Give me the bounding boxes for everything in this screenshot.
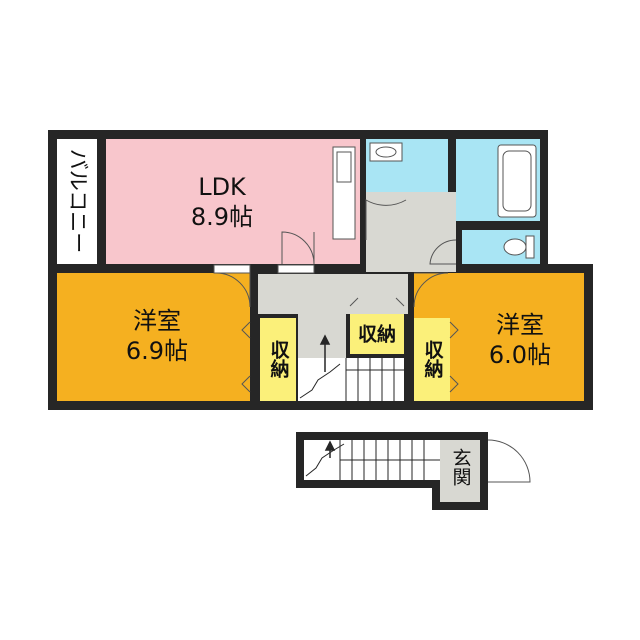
upper-stairs [298, 334, 404, 401]
storage-left-text: 収納 [268, 340, 290, 378]
storage-center-text: 収納 [358, 323, 396, 346]
storage-left-label: 収納 [268, 340, 290, 378]
ldk-door-opening-right [277, 264, 315, 274]
western-left-size: 6.9帖 [126, 337, 188, 365]
storage-right [414, 318, 450, 401]
washbasin-icon [369, 142, 403, 162]
storage-right-text: 収納 [422, 340, 444, 378]
ldk-name: LDK [198, 173, 247, 201]
western-right-name: 洋室 [496, 311, 544, 339]
balcony [57, 139, 97, 264]
hall-corridor [258, 274, 408, 314]
storage-center [350, 314, 404, 354]
bathtub-icon [497, 144, 537, 218]
ldk-door-opening-left [213, 264, 251, 274]
hall-corridor-lower [298, 314, 346, 358]
kitchen-counter-icon [332, 146, 356, 240]
western-left-name: 洋室 [133, 307, 181, 335]
closet-door-marks [241, 321, 459, 393]
balcony-label: バルコニー [66, 149, 90, 254]
balcony-label-text: バルコニー [66, 149, 90, 254]
entrance-door-icon [487, 439, 531, 483]
entrance-label: 玄関 [450, 448, 472, 486]
western-right-size: 6.0帖 [489, 341, 551, 369]
door-swing-icon [215, 199, 457, 308]
ldk-size: 8.9帖 [191, 203, 253, 231]
stairs-arrow-icon [324, 440, 336, 458]
lower-stairs [304, 440, 440, 480]
entrance-text: 玄関 [450, 448, 472, 486]
ldk-room [106, 139, 360, 264]
storage-left [260, 318, 296, 401]
up-arrow-icon [319, 334, 331, 372]
hall-area [366, 192, 456, 272]
storage-right-label: 収納 [422, 340, 444, 378]
western-room-left [57, 273, 250, 401]
entrance-area [440, 440, 480, 502]
toilet-icon [503, 235, 535, 259]
